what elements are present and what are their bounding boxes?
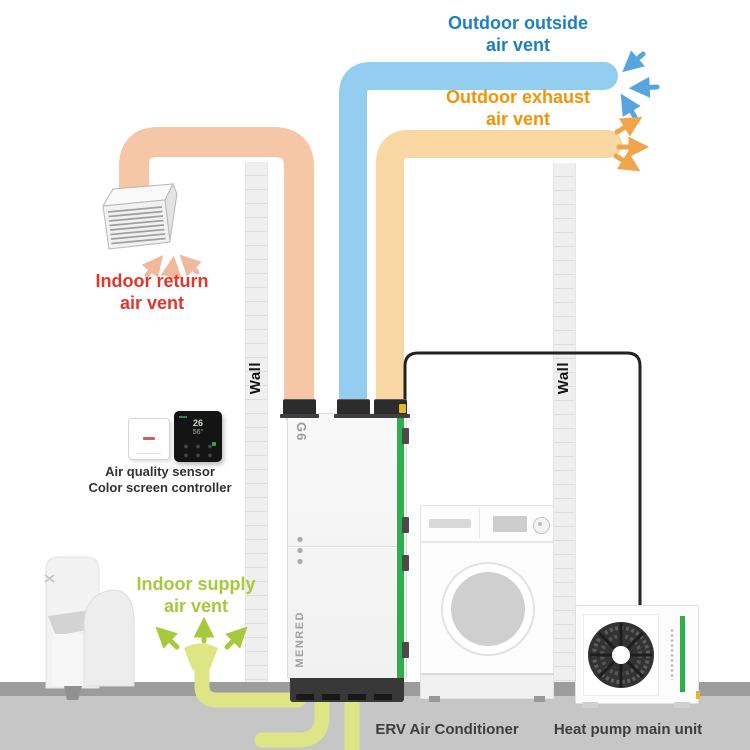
erv-handle [402,517,409,533]
erv-model-label: G6 [294,422,309,442]
supply-air-arrow-left [155,626,180,650]
heat-pump-green-stripe [680,616,685,692]
erv-handle [402,428,409,444]
grille-louvers [107,206,166,245]
washer-display [493,516,527,532]
controller-caption-line: Color screen controller [88,480,232,495]
heat-pump-fan [588,622,654,688]
heat-pump-foot [674,702,690,708]
washer-base-line [421,673,553,675]
wall-column-right [553,163,576,682]
washer-base [421,675,553,698]
washer-foot [429,696,440,702]
outside-air-arrow-2 [628,76,660,98]
sensor-controller-caption: Air quality sensor Color screen controll… [50,464,270,496]
fan-hub [612,646,630,664]
return-air-arrow-3 [179,254,202,277]
outside-air-arrow-1 [622,50,646,73]
wall-column-left [245,162,268,682]
controller-temperature: 26 [192,418,203,428]
sofa-leg [64,686,82,700]
return-duct-collar [280,399,319,418]
heat-pump-fan-panel [583,614,659,696]
outdoor-exhaust-air-vent-label: Outdoor exhaust air vent [418,86,618,130]
sensor-slot [137,453,161,454]
label-line-1: Indoor return [95,271,209,291]
supply-air-duct-branch-1 [254,686,330,748]
washer-knob [533,517,550,534]
controller-humidity: 56° [192,429,204,436]
exhaust-air-duct [376,130,622,426]
washer-control-panel [421,506,553,543]
label-line-2: air vent [485,109,551,129]
air-quality-sensor [128,418,170,460]
exhaust-duct-collar [371,399,410,418]
return-air-duct [119,127,314,427]
warning-sticker [399,404,406,413]
wall-label-right: Wall [555,362,572,395]
sofa-stitch-mark [44,574,55,583]
washer-detergent-drawer [429,519,471,528]
indoor-supply-air-vent-label: Indoor supply air vent [96,573,296,617]
outside-duct-collar [334,399,373,418]
label-line-1: Outdoor outside [448,13,588,33]
heat-pump-cable [403,351,642,606]
outside-air-duct [339,62,618,426]
label-line-1: Indoor supply [136,574,256,594]
sofa [44,556,135,700]
label-line-1: Outdoor exhaust [445,87,590,107]
exhaust-air-arrow-3 [613,151,641,172]
washer-panel-divider [479,508,480,539]
controller-icon-grid [180,442,216,458]
erv-unit-seam [288,546,397,547]
erv-green-stripe [397,414,404,678]
label-line-2: air vent [119,293,185,313]
outdoor-outside-air-vent-label: Outdoor outside air vent [418,12,618,56]
return-air-grille [102,182,178,250]
controller-active-icon [212,442,216,446]
supply-air-duct-horizontal [194,654,306,708]
erv-caption: ERV Air Conditioner [375,721,519,738]
sensor-reading-mark [143,437,155,440]
supply-air-arrow-right [224,626,248,650]
heat-pump-sticker [696,691,700,699]
erv-brand-logos [296,534,304,568]
controller-led [179,416,187,418]
color-screen-controller: 26 56° [174,411,222,462]
erv-brand-label: MENRED [294,611,306,668]
washing-machine [420,505,554,702]
washer-foot [534,696,545,702]
washer-door-glass [451,572,525,646]
wall-label-left: Wall [247,362,264,395]
label-line-2: air vent [163,596,229,616]
return-air-arrow-1 [141,255,163,279]
erv-unit-base [290,678,404,702]
exhaust-air-arrow-1 [614,116,643,137]
label-line-2: air vent [485,35,551,55]
supply-vent-nozzle [184,643,218,672]
heat-pump-side-text [670,628,674,680]
heat-pump-foot [582,702,598,708]
heat-pump-caption: Heat pump main unit [553,721,703,738]
sensor-caption-line: Air quality sensor [105,464,215,479]
indoor-return-air-vent-label: Indoor return air vent [52,270,252,314]
erv-handle [402,642,409,658]
return-air-arrow-2 [160,255,182,281]
washer-door [441,562,535,656]
heat-pump-unit [575,605,700,708]
erv-handle [402,555,409,571]
outside-air-arrow-3 [620,93,641,120]
sofa-armrest [83,589,135,687]
erv-unit: G6 MENRED [287,413,409,702]
floor [0,696,750,750]
